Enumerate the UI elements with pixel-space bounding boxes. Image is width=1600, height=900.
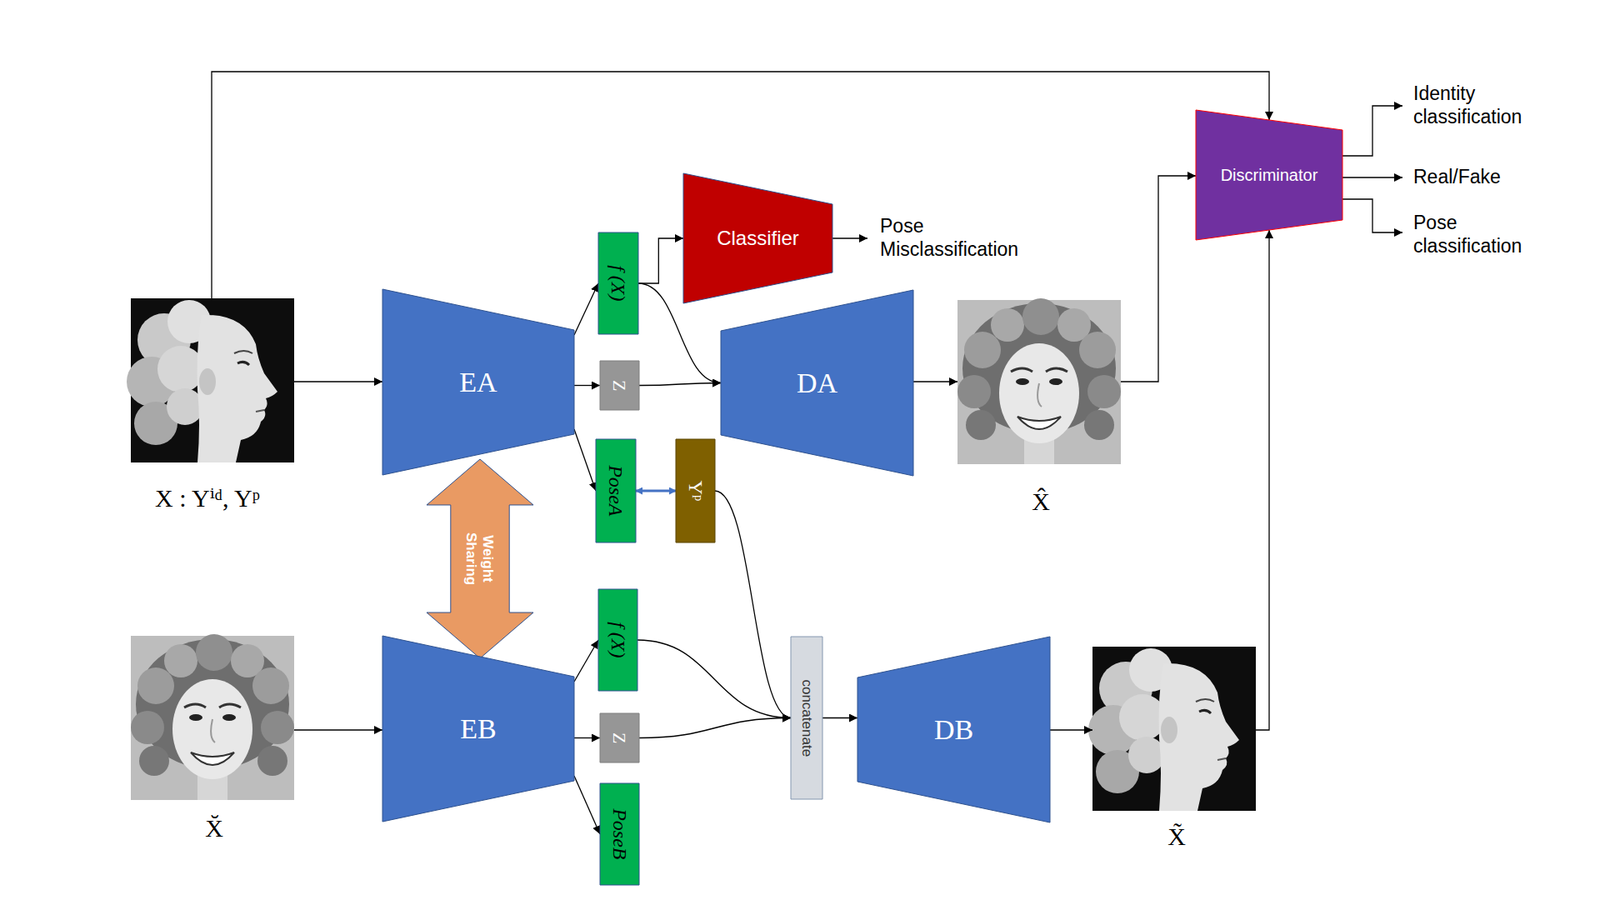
input-photo (130, 634, 295, 800)
output-line (1342, 199, 1403, 233)
node-text: PoseA (604, 465, 628, 516)
output-line (832, 237, 868, 239)
node-outline (683, 173, 833, 304)
flow-line (1255, 230, 1270, 730)
connector (639, 383, 721, 386)
node-text: Discriminator (1220, 165, 1319, 185)
noise-box: Z (600, 360, 640, 410)
pose-label-box: Yᵖ (675, 439, 715, 543)
node-text: Classifier (716, 226, 800, 250)
connector (822, 717, 858, 719)
concatenate-box: concatenate (790, 636, 823, 800)
node-text: Z (609, 380, 630, 391)
encoder: EA (382, 289, 575, 475)
node-text: f (X) (606, 265, 630, 301)
noise-box: Z (600, 713, 640, 763)
flow-line (294, 729, 383, 730)
image-label: X̂ (1031, 486, 1050, 517)
discriminator: Discriminator (1195, 110, 1343, 240)
connector (574, 385, 600, 386)
reconstructed-photo (1088, 646, 1256, 811)
node-outline (598, 232, 639, 335)
image-label: X̃ (1167, 821, 1186, 852)
node-outline (1195, 110, 1343, 240)
node-text: PoseB (608, 808, 632, 860)
output-line (1342, 176, 1403, 178)
image-label: X : Yⁱᵈ, Yᵖ (155, 483, 260, 514)
node-outline (675, 439, 715, 543)
output-label: Pose classification (1413, 211, 1522, 258)
weight-sharing-arrow: Weight Sharing (426, 459, 534, 659)
node-outline (790, 636, 823, 800)
connector (574, 640, 599, 682)
node-outline (382, 289, 575, 475)
generated-photo (957, 298, 1121, 465)
decoder: DB (857, 636, 1050, 823)
output-label: Real/Fake (1413, 165, 1501, 190)
node-outline (857, 636, 1050, 823)
flow-line (1050, 729, 1093, 730)
decoder: DA (720, 290, 914, 476)
encoder: EB (382, 635, 575, 822)
feature-box: f (X) (598, 589, 638, 691)
node-text: Z (609, 732, 630, 744)
node-text: concatenate (798, 679, 815, 757)
output-label: Identity classification (1413, 82, 1522, 129)
classifier: Classifier (683, 173, 833, 304)
connector (639, 718, 791, 739)
node-text: Weight Sharing (463, 532, 496, 585)
node-outline (600, 360, 640, 410)
node-text: f (X) (606, 621, 630, 658)
node-text: EB (460, 712, 496, 745)
feature-box: f (X) (598, 232, 639, 335)
connector (638, 238, 684, 284)
node-outline (598, 589, 638, 691)
node-text: Yᵖ (684, 480, 708, 502)
node-outline (600, 713, 640, 763)
node-text: DA (796, 366, 838, 400)
flow-line (1120, 175, 1196, 382)
node-outline (720, 290, 914, 476)
pose-box: PoseB (600, 783, 640, 885)
output-line (1342, 105, 1403, 156)
flow-line (913, 380, 958, 382)
connector (715, 490, 791, 719)
connector (574, 775, 600, 835)
flow-line (294, 380, 383, 382)
node-outline (426, 459, 534, 659)
node-text: DB (934, 713, 974, 746)
connector (635, 490, 676, 493)
connector (574, 429, 596, 491)
connector (637, 640, 791, 719)
output-label: Pose Misclassification (880, 215, 1019, 261)
node-text: EA (459, 365, 497, 399)
pose-box: PoseA (595, 439, 636, 543)
connector (574, 737, 600, 739)
input-photo (126, 298, 295, 463)
node-outline (600, 783, 640, 885)
image-label: X̆ (205, 813, 224, 844)
connector (574, 283, 599, 335)
node-outline (595, 439, 636, 543)
node-outline (382, 635, 575, 822)
